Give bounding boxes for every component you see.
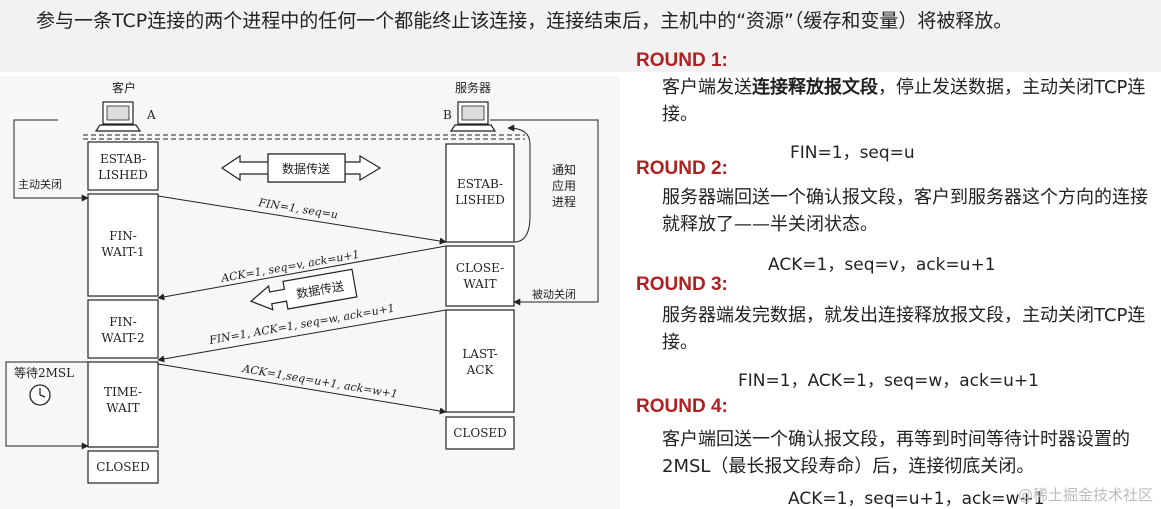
data-transfer-label-1: 数据传送 [282,161,330,176]
server-state-close-wait: CLOSE- WAIT [445,245,515,307]
round-4-desc: 客户端回送一个确认报文段，再等到时间等待计时器设置的2MSL（最长报文段寿命）后… [662,429,1130,477]
client-state-fin-wait-1: FIN- WAIT-1 [87,193,159,297]
svg-text:WAIT-1: WAIT-1 [101,245,144,259]
msg-label-fin-1: FIN=1, seq=u [257,196,339,222]
server-label: 服务器 [455,80,491,95]
rounds-panel: ROUND 1: 客户端发送连接释放报文段，停止发送数据，主动关闭TCP连接。 … [632,48,1157,509]
round-2-formula: ACK=1，seq=v，ack=u+1 [768,255,996,275]
notify-app-line-2: 应用 [552,178,576,193]
server-state-established: ESTAB- LISHED [445,143,515,243]
round-3-formula: FIN=1，ACK=1，seq=w，ack=u+1 [738,371,1039,391]
svg-text:WAIT-2: WAIT-2 [101,331,144,345]
round-4-title: ROUND 4: [636,396,728,417]
wait-2msl-bracket [5,361,89,450]
svg-text:ESTAB-: ESTAB- [457,177,503,191]
svg-text:ESTAB-: ESTAB- [100,152,146,166]
wait-2msl-label: 等待2MSL [14,366,74,380]
round-4-formula: ACK=1，seq=u+1，ack=w+1 [788,489,1045,509]
server-state-last-ack: LAST- ACK [445,309,515,413]
notify-app-arrow [507,124,531,243]
passive-close-bracket [490,119,599,306]
svg-text:LAST-: LAST- [462,347,497,361]
round-3-desc: 服务器端发完数据，就发出连接释放报文段，主动关闭TCP连接。 [662,305,1146,353]
client-state-fin-wait-2: FIN- WAIT-2 [87,299,159,359]
notify-app-line-1: 通知 [552,163,576,177]
watermark: @稀土掘金技术社区 [1017,486,1153,504]
client-computer-icon [94,101,142,132]
clock-icon [29,384,51,406]
client-letter: A [146,108,156,122]
round-3-title: ROUND 3: [636,274,728,295]
svg-text:ACK: ACK [466,363,495,377]
data-transfer-arrow-2: 数据传送 [249,268,358,311]
round-1-desc: 客户端发送连接释放报文段，停止发送数据，主动关闭TCP连接。 [662,77,1146,125]
msg-arrow-ack-1 [157,245,447,301]
round-2-desc: 服务器端回送一个确认报文段，客户到服务器这个方向的连接就释放了——半关闭状态。 [662,187,1148,235]
client-label: 客户 [112,80,136,95]
round-2-title: ROUND 2: [636,158,728,179]
active-close-bracket [13,119,89,202]
intro-text: 参与一条TCP连接的两个进程中的任何一个都能终止该连接，连接结束后，主机中的“资… [36,10,1013,32]
svg-text:WAIT: WAIT [106,401,139,415]
round-1-title: ROUND 1: [636,50,728,71]
svg-text:CLOSE-: CLOSE- [456,261,504,275]
server-computer-icon [449,101,497,132]
passive-close-label: 被动关闭 [532,287,576,301]
data-transfer-arrow-1 [220,153,382,183]
server-letter: B [443,108,452,122]
client-state-closed: CLOSED [87,450,159,484]
msg-label-fin-2: FIN=1, ACK=1, seq=w, ack=u+1 [207,302,395,348]
msg-arrow-ack-2 [157,363,447,415]
svg-text:CLOSED: CLOSED [96,460,150,474]
svg-text:CLOSED: CLOSED [453,426,507,440]
svg-text:FIN-: FIN- [109,229,137,243]
svg-text:WAIT: WAIT [463,277,496,291]
svg-text:TIME-: TIME- [104,385,142,399]
msg-arrow-fin-2 [157,309,447,363]
client-state-established: ESTAB- LISHED [87,141,159,191]
msg-arrow-fin-1 [157,195,447,245]
round-1-formula: FIN=1，seq=u [790,143,915,163]
svg-text:LISHED: LISHED [455,193,505,207]
svg-text:FIN-: FIN- [109,315,137,329]
active-close-label: 主动关闭 [18,177,62,191]
intro-banner [0,0,1161,72]
svg-text:LISHED: LISHED [98,168,148,182]
client-state-time-wait: TIME- WAIT [87,361,159,448]
server-state-closed: CLOSED [445,416,515,450]
tcp-four-way-handshake-diagram: 客户 A 服务器 B ESTAB- LISHED FIN- WAIT-1 FIN… [5,80,599,484]
notify-app-line-3: 进程 [552,194,576,209]
